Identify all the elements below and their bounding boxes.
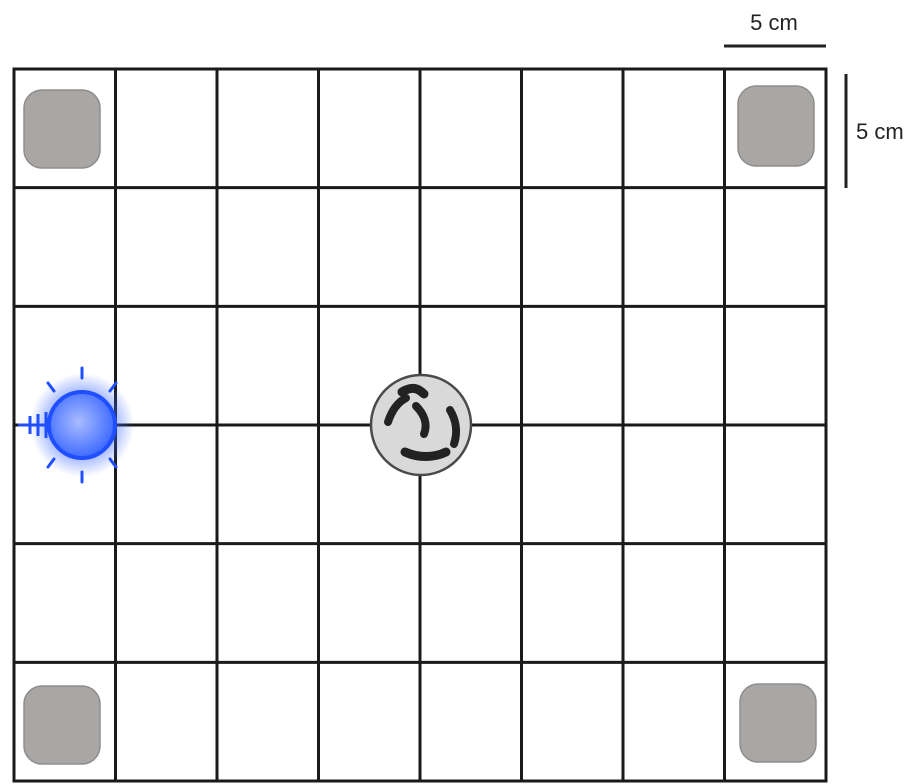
corner-pad-bottom-right [740,684,816,762]
corner-pad-top-left [24,90,100,168]
scale-bar-horizontal: 5 cm [724,10,826,46]
petri-dish-icon [371,375,471,475]
scale-bar-horizontal-label: 5 cm [750,10,798,35]
scale-bar-vertical: 5 cm [846,74,904,188]
corner-pad-top-right [738,86,814,166]
scale-bar-vertical-label: 5 cm [856,119,904,144]
corner-pad-bottom-left [24,686,100,764]
